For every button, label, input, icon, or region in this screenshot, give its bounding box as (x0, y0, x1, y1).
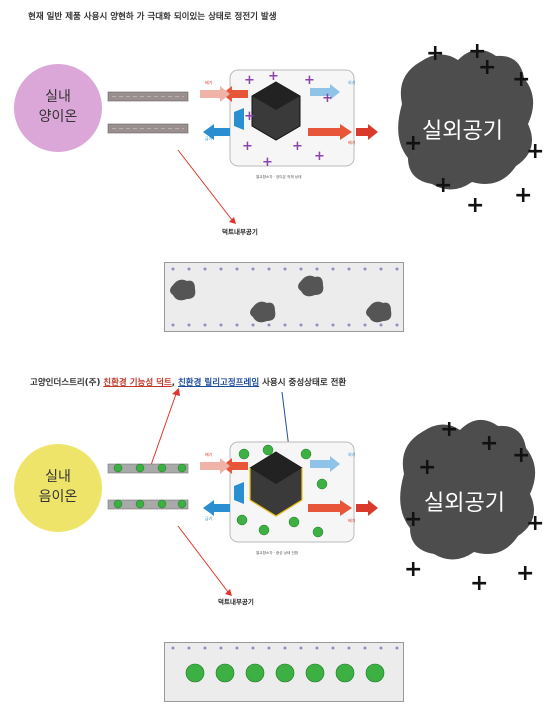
svg-text:+: + (440, 417, 458, 442)
svg-text:+: + (404, 557, 422, 582)
svg-text:+: + (322, 91, 333, 106)
top-outdoor-cloud (398, 49, 534, 190)
bottom-title-frame: 친환경 릴리고정프레임 (177, 378, 260, 388)
top-duct-interior-panel (164, 262, 404, 332)
svg-text:+: + (514, 183, 532, 208)
bottom-title: 고양인더스트리(주) 친환경 기능성 덕트, 친환경 릴리고정프레임 사용시 중… (30, 376, 510, 388)
top-outdoor-plus-signs: + + + + + + + + + (404, 39, 544, 218)
top-indoor-circle: 실내 양이온 (14, 64, 102, 152)
bottom-indoor-circle: 실내 음이온 (14, 444, 102, 532)
top-indoor-label-line2: 양이온 (38, 109, 78, 125)
svg-text:+: + (512, 67, 530, 92)
svg-text:외기: 외기 (348, 79, 356, 85)
svg-text:+: + (480, 431, 498, 456)
svg-text:열교환소자 · 중성 상태 전환: 열교환소자 · 중성 상태 전환 (256, 550, 299, 555)
bottom-duct-neutral-dots (113, 463, 187, 509)
bottom-indoor-label-line2: 음이온 (38, 489, 78, 505)
svg-text:+: + (268, 69, 279, 84)
bottom-indoor-label-line1: 실내 (45, 469, 71, 486)
top-outdoor-label: 실외공기 (422, 119, 503, 144)
top-duct-interior-drawing (170, 267, 399, 327)
bottom-duct-interior-panel (164, 642, 404, 702)
svg-text:+: + (470, 571, 488, 596)
svg-text:배기: 배기 (205, 451, 213, 457)
bottom-outdoor-cloud (400, 419, 536, 560)
svg-text:배기: 배기 (205, 79, 213, 85)
svg-text:외기: 외기 (348, 451, 356, 457)
bottom-neutral-particles (236, 444, 328, 538)
bottom-duct-upper (107, 463, 189, 474)
svg-text:+: + (244, 73, 255, 88)
svg-text:+: + (526, 511, 544, 536)
top-duct-note: 덕트내부공기 (222, 228, 258, 236)
svg-text:+: + (404, 131, 422, 156)
bottom-outdoor-plus-signs: + + + + + + + + + (404, 417, 544, 596)
bottom-neutral-particle-row (185, 663, 385, 683)
bottom-title-prefix: 고양인더스트리(주) (30, 378, 104, 388)
top-airflow-arrows (200, 84, 378, 140)
svg-text:+: + (262, 155, 273, 170)
svg-text:+: + (466, 193, 484, 218)
bottom-airflow-arrows (200, 456, 378, 516)
svg-text:+: + (418, 455, 436, 480)
svg-text:+: + (468, 39, 486, 64)
top-duct-pointer (177, 149, 233, 221)
bottom-title-suffix: 사용시 중성상태로 전환 (259, 378, 347, 388)
bottom-duct-pointer (177, 525, 229, 593)
bottom-title-duct: 친환경 기능성 덕트 (103, 378, 172, 388)
svg-text:+: + (512, 443, 530, 468)
svg-text:+: + (426, 41, 444, 66)
top-positive-ions: + + + + + + + + + (242, 69, 333, 170)
top-indoor-label-line1: 실내 (45, 89, 71, 106)
bottom-ventilator-diagram: 배기 급기 외기 배기 열교환소자 · 중성 상태 전환 + + + + + +… (107, 388, 544, 596)
svg-text:배기: 배기 (348, 139, 356, 145)
bottom-duct-interior-drawing (171, 646, 399, 683)
svg-text:열교환소자 · 양이온 적체 상태: 열교환소자 · 양이온 적체 상태 (256, 174, 301, 179)
bottom-outdoor-label: 실외공기 (424, 491, 505, 516)
svg-text:+: + (244, 109, 255, 124)
svg-text:급기: 급기 (205, 135, 213, 141)
svg-text:급기: 급기 (205, 515, 213, 521)
top-dust-particles (170, 275, 392, 323)
svg-text:+: + (478, 55, 496, 80)
svg-text:+: + (404, 507, 422, 532)
svg-text:+: + (516, 561, 534, 586)
top-title: 현재 일반 제품 사용시 양현하 가 극대화 되이있는 상태로 정전기 발생 (28, 12, 277, 22)
svg-text:+: + (292, 139, 303, 154)
svg-text:+: + (304, 73, 315, 88)
svg-text:+: + (314, 149, 325, 164)
bottom-red-pointer-up (149, 393, 177, 469)
svg-text:배기: 배기 (348, 517, 356, 523)
svg-text:+: + (434, 173, 452, 198)
svg-text:+: + (242, 139, 253, 154)
top-ventilator-diagram: + + + + + + + + + 배기 급기 외기 배기 열교환소자 · 양이… (107, 39, 544, 224)
bottom-duct-note: 덕트내부공기 (218, 598, 254, 606)
bottom-title-sep: , (171, 378, 178, 388)
svg-text:+: + (526, 139, 544, 164)
bottom-duct-lower (107, 499, 189, 510)
